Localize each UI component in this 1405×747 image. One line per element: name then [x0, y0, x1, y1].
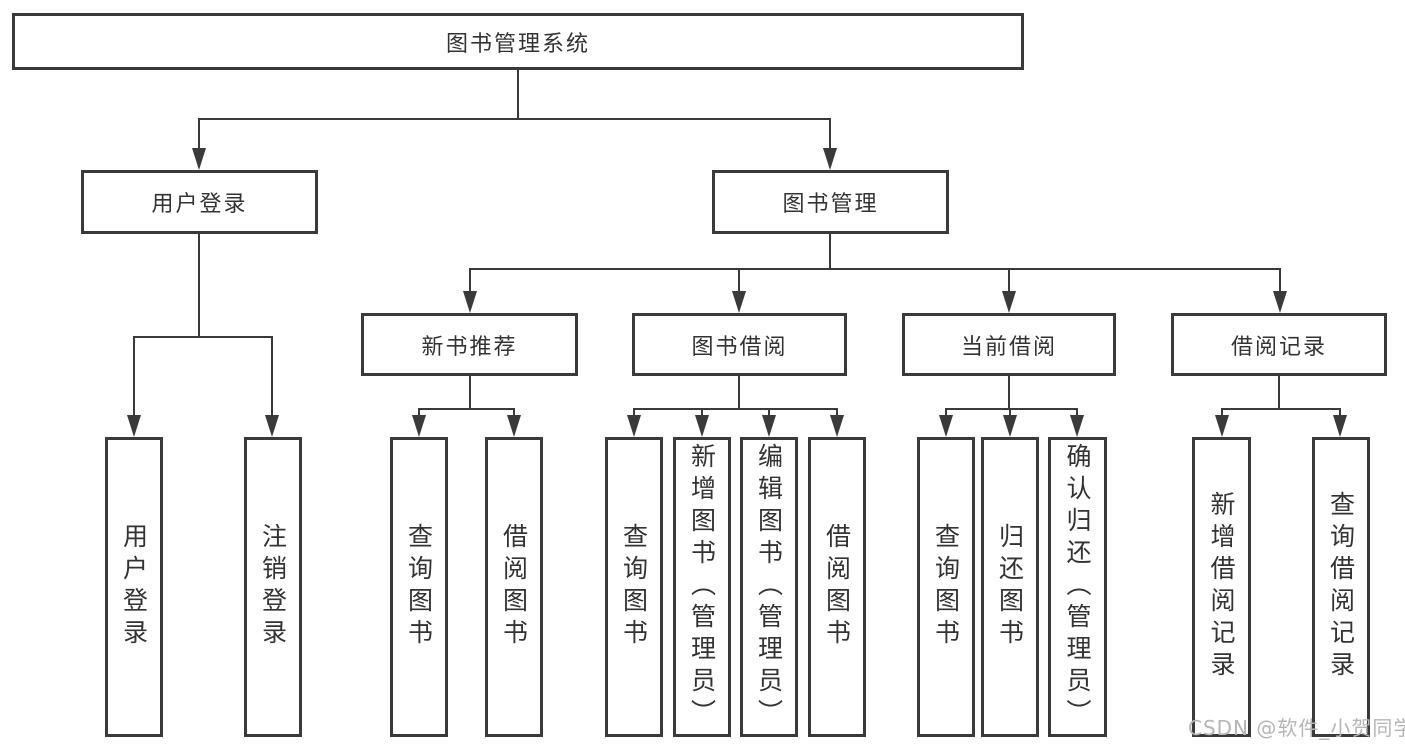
- connector-userlogin-stem: [198, 233, 200, 336]
- connector-bookmgmt-drop-1: [469, 268, 471, 293]
- arrowhead-down-icon: [732, 291, 746, 313]
- connector-root-bar: [198, 118, 830, 120]
- connector-borrow-drop-4: [836, 408, 838, 417]
- leaf-borrow-add-books-admin: 新增图书（管理员）: [673, 437, 731, 737]
- connector-root-drop-right: [829, 118, 831, 152]
- connector-userlogin-drop-1: [133, 336, 135, 417]
- node-book-management-label: 图书管理: [782, 192, 879, 217]
- arrowhead-down-icon: [507, 415, 521, 437]
- leaf-user-login-label: 用户登录: [119, 523, 149, 651]
- node-borrow-records-label: 借阅记录: [1230, 334, 1327, 360]
- arrowhead-down-icon: [127, 415, 141, 437]
- leaf-current-query-books: 查询图书: [917, 437, 975, 737]
- connector-current-bar: [945, 408, 1078, 410]
- connector-borrow-drop-3: [768, 408, 770, 417]
- connector-userlogin-drop-2: [271, 336, 273, 417]
- node-borrow-records: 借阅记录: [1171, 313, 1387, 376]
- connector-records-drop-1: [1221, 408, 1223, 417]
- node-current-borrow: 当前借阅: [902, 313, 1116, 376]
- leaf-current-query-books-label: 查询图书: [931, 523, 961, 651]
- connector-current-stem: [1008, 376, 1010, 408]
- connector-root-drop-left: [198, 118, 200, 152]
- arrowhead-down-icon: [1333, 415, 1347, 437]
- connector-borrow-bar: [633, 408, 837, 410]
- leaf-logout: 注销登录: [244, 437, 302, 737]
- connector-records-drop-2: [1339, 408, 1341, 417]
- leaf-newbook-query-books-label: 查询图书: [404, 523, 434, 651]
- leaf-borrow-query-books: 查询图书: [605, 437, 663, 737]
- leaf-current-return-books-label: 归还图书: [995, 523, 1025, 651]
- connector-newbook-bar: [418, 408, 515, 410]
- node-book-management: 图书管理: [712, 170, 949, 234]
- leaf-borrow-add-books-admin-label: 新增图书（管理员）: [687, 443, 717, 731]
- arrowhead-down-icon: [412, 415, 426, 437]
- leaf-logout-label: 注销登录: [258, 523, 288, 651]
- connector-borrow-stem: [738, 376, 740, 408]
- arrowhead-down-icon: [1070, 415, 1084, 437]
- csdn-watermark: CSDN @软件_小贺同学: [1188, 716, 1405, 740]
- leaf-borrow-query-books-label: 查询图书: [619, 523, 649, 651]
- connector-newbook-drop-1: [418, 408, 420, 417]
- node-root: 图书管理系统: [12, 13, 1024, 70]
- connector-current-drop-2: [1009, 408, 1011, 417]
- arrowhead-down-icon: [830, 415, 844, 437]
- node-root-label: 图书管理系统: [445, 31, 590, 57]
- node-book-borrow: 图书借阅: [632, 313, 847, 376]
- node-user-login: 用户登录: [81, 170, 318, 234]
- arrowhead-down-icon: [1002, 291, 1016, 313]
- leaf-user-login: 用户登录: [105, 437, 163, 737]
- connector-newbook-stem: [469, 376, 471, 408]
- arrowhead-down-icon: [762, 415, 776, 437]
- arrowhead-down-icon: [463, 291, 477, 313]
- leaf-newbook-borrow-books: 借阅图书: [485, 437, 543, 737]
- node-user-login-label: 用户登录: [151, 192, 248, 217]
- leaf-records-query-record-label: 查询借阅记录: [1326, 491, 1356, 683]
- leaf-borrow-borrow-books-label: 借阅图书: [822, 523, 852, 651]
- leaf-records-add-record-label: 新增借阅记录: [1207, 491, 1236, 683]
- arrowhead-down-icon: [939, 415, 953, 437]
- connector-records-bar: [1221, 408, 1341, 410]
- leaf-current-confirm-return-admin-label: 确认归还（管理员）: [1063, 443, 1092, 731]
- connector-bookmgmt-stem: [829, 233, 831, 268]
- arrowhead-down-icon: [695, 415, 709, 437]
- leaf-borrow-borrow-books: 借阅图书: [808, 437, 866, 737]
- connector-current-drop-1: [945, 408, 947, 417]
- arrowhead-down-icon: [1003, 415, 1017, 437]
- leaf-records-add-record: 新增借阅记录: [1192, 437, 1251, 737]
- leaf-current-return-books: 归还图书: [981, 437, 1039, 737]
- node-book-borrow-label: 图书借阅: [691, 334, 788, 360]
- connector-borrow-drop-1: [633, 408, 635, 417]
- connector-userlogin-bar: [133, 336, 273, 338]
- connector-borrow-drop-2: [701, 408, 703, 417]
- leaf-borrow-edit-books-admin-label: 编辑图书（管理员）: [754, 443, 784, 731]
- arrowhead-down-icon: [1273, 291, 1287, 313]
- node-new-book-recommend: 新书推荐: [361, 313, 578, 376]
- arrowhead-down-icon: [823, 148, 837, 170]
- connector-bookmgmt-drop-4: [1279, 268, 1281, 293]
- connector-records-stem: [1278, 376, 1280, 408]
- connector-bookmgmt-drop-2: [738, 268, 740, 293]
- arrowhead-down-icon: [627, 415, 641, 437]
- leaf-newbook-query-books: 查询图书: [390, 437, 448, 737]
- leaf-borrow-edit-books-admin: 编辑图书（管理员）: [740, 437, 798, 737]
- leaf-current-confirm-return-admin: 确认归还（管理员）: [1048, 437, 1107, 737]
- connector-root-stem: [517, 70, 519, 118]
- node-new-book-recommend-label: 新书推荐: [421, 334, 518, 360]
- node-current-borrow-label: 当前借阅: [960, 334, 1057, 360]
- connector-bookmgmt-bar: [469, 268, 1280, 270]
- leaf-records-query-record: 查询借阅记录: [1312, 437, 1370, 737]
- connector-newbook-drop-2: [513, 408, 515, 417]
- arrowhead-down-icon: [1215, 415, 1229, 437]
- connector-current-drop-3: [1076, 408, 1078, 417]
- connector-bookmgmt-drop-3: [1008, 268, 1010, 293]
- arrowhead-down-icon: [265, 415, 279, 437]
- arrowhead-down-icon: [192, 148, 206, 170]
- leaf-newbook-borrow-books-label: 借阅图书: [499, 523, 529, 651]
